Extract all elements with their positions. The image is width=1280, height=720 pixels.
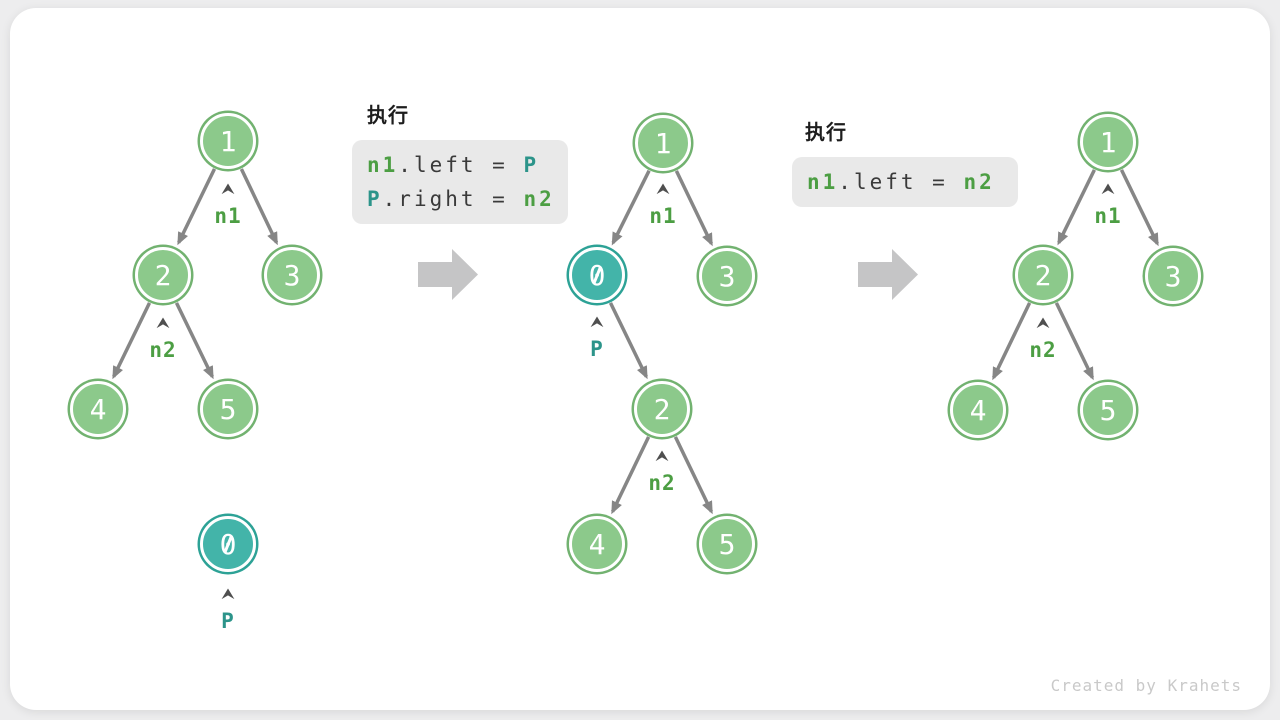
tree-node-2: 2 <box>634 381 690 437</box>
code-token: n1 <box>807 170 839 194</box>
tree-edge-2-4 <box>611 436 651 515</box>
tree-node-4: 4 <box>569 516 625 572</box>
tree-edge-0-2 <box>608 302 648 380</box>
pointer-caret-icon <box>221 183 235 195</box>
tree-node-value: 1 <box>1099 125 1117 159</box>
pointer-label-n2: n2 <box>1029 338 1057 362</box>
tree-node-value: 4 <box>969 393 987 427</box>
code-token: n1 <box>367 153 399 177</box>
tree-node-3: 3 <box>264 247 320 303</box>
tree-node-value: 5 <box>718 527 736 561</box>
tree-node-value: 4 <box>588 527 606 561</box>
tree-edge-1-3 <box>674 170 713 247</box>
tree-node-1: 1 <box>1080 114 1136 170</box>
tree-node-value: 3 <box>1164 259 1182 293</box>
tree-edge-2-5 <box>673 436 713 515</box>
tree-node-3: 3 <box>699 248 755 304</box>
pointer-caret-icon <box>221 588 235 600</box>
tree-node-3: 3 <box>1145 248 1201 304</box>
tree-edge-2-4 <box>112 302 152 380</box>
code-block: n1.left = n2 <box>792 157 1018 207</box>
tree-node-value: 2 <box>154 258 172 292</box>
watermark-credit: Created by Krahets <box>1050 676 1242 695</box>
code-line: n1.left = P <box>367 148 568 182</box>
tree-node-5: 5 <box>200 381 256 437</box>
code-token: n2 <box>963 170 995 194</box>
pointer-caret-icon <box>656 183 670 195</box>
pointer-caret-icon <box>1036 317 1050 329</box>
code-line: n1.left = n2 <box>807 165 1018 199</box>
tree-edge-2-5 <box>174 302 214 380</box>
code-token: P <box>523 153 540 177</box>
tree-node-4: 4 <box>70 381 126 437</box>
tree-node-value: 5 <box>1099 393 1117 427</box>
tree-node-5: 5 <box>699 516 755 572</box>
code-token: n2 <box>523 187 555 211</box>
tree-node-value: 4 <box>89 392 107 426</box>
tree-node-0: 0 <box>569 247 625 303</box>
pointer-label-n1: n1 <box>214 204 242 228</box>
step-arrow-icon <box>418 249 479 301</box>
tree-node-1: 1 <box>635 115 691 171</box>
code-line: P.right = n2 <box>367 182 568 216</box>
pointer-label-P: P <box>221 609 235 633</box>
code-token: .left = <box>398 153 524 177</box>
tree-edge-1-3 <box>1119 169 1159 247</box>
tree-node-value: 2 <box>1034 258 1052 292</box>
tree-edge-2-4 <box>992 302 1032 381</box>
pointer-label-n1: n1 <box>649 204 677 228</box>
code-title: 执行 <box>805 120 847 144</box>
code-token: P <box>367 187 383 211</box>
tree-node-1: 1 <box>200 113 256 169</box>
tree-edge-2-5 <box>1054 302 1094 381</box>
tree-node-5: 5 <box>1080 382 1136 438</box>
code-token: .right = <box>382 187 524 211</box>
tree-edge-1-2 <box>177 168 217 246</box>
pointer-caret-icon <box>1101 183 1115 195</box>
step-arrow-icon <box>858 249 919 301</box>
tree-node-2: 2 <box>135 247 191 303</box>
tree-edge-1-0 <box>611 169 651 246</box>
pointer-caret-icon <box>655 450 669 462</box>
code-token: .left = <box>838 170 964 194</box>
pointer-caret-icon <box>590 316 604 328</box>
pointer-label-P: P <box>590 337 604 361</box>
tree-node-value: 3 <box>283 258 301 292</box>
pointer-label-n1: n1 <box>1094 204 1122 228</box>
tree-edge-1-2 <box>1057 169 1096 246</box>
tree-node-0: 0 <box>200 516 256 572</box>
code-title: 执行 <box>367 103 409 127</box>
tree-node-value: 5 <box>219 392 237 426</box>
pointer-caret-icon <box>156 317 170 329</box>
pointer-label-n2: n2 <box>648 471 676 495</box>
tree-node-value: 1 <box>654 126 672 160</box>
tree-node-value: 1 <box>219 124 237 158</box>
tree-edge-1-3 <box>239 168 279 246</box>
tree-node-value: 2 <box>653 392 671 426</box>
pointer-label-n2: n2 <box>149 338 177 362</box>
tree-node-4: 4 <box>950 382 1006 438</box>
tree-node-2: 2 <box>1015 247 1071 303</box>
tree-node-value: 3 <box>718 259 736 293</box>
